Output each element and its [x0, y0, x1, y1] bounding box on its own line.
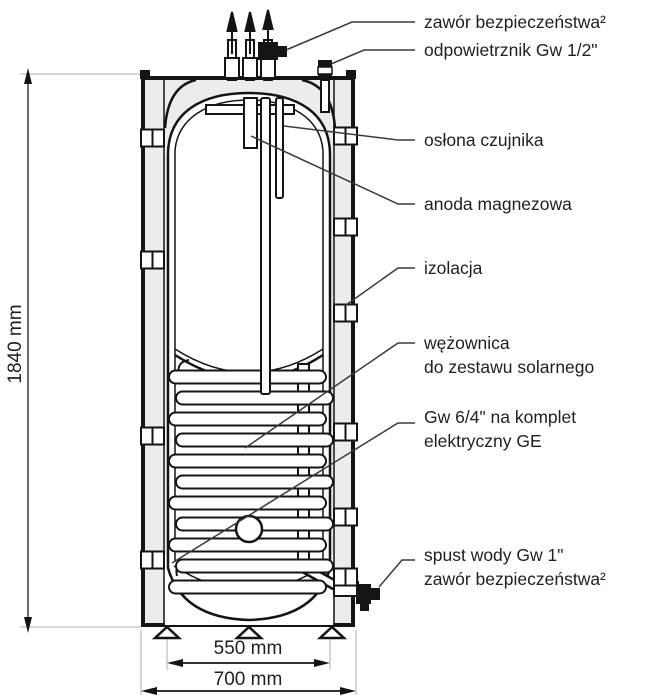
casing-clamps: [140, 126, 358, 587]
clamp: [333, 303, 358, 323]
coil-turns: [168, 369, 334, 595]
clamp: [333, 217, 358, 237]
clamp: [333, 507, 358, 527]
dimension-total-width: 700 mm: [213, 669, 283, 690]
label-safety-valve-top: zawór bezpieczeństwa²: [424, 12, 606, 32]
dimension-feet-spacing: 550 mm: [213, 638, 283, 659]
anode-tube: [243, 97, 258, 149]
label-air-vent: odpowietrznik Gw 1/2": [424, 40, 598, 60]
clamp: [333, 422, 358, 442]
feet: [151, 625, 348, 640]
dimension-total-height: 1840 mm: [5, 304, 26, 384]
leader-lines: [171, 21, 415, 588]
label-solar-coil-line1: wężownica: [424, 333, 510, 353]
drain-valve-icon: [356, 584, 380, 611]
clamp: [333, 567, 358, 587]
electric-heater-flange: [234, 514, 264, 544]
solar-coil: [168, 363, 359, 597]
clamp: [140, 550, 165, 570]
deep-tube: [260, 97, 271, 395]
air-vent-icon: [317, 60, 333, 113]
dimension-extension-lines: [20, 73, 357, 695]
label-drain-line1: spust wody Gw 1": [424, 545, 564, 565]
height-dimension-line: [24, 68, 32, 633]
label-magnesium-anode: anoda magnezowa: [424, 194, 572, 214]
label-insulation: izolacja: [424, 258, 483, 278]
clamp: [140, 426, 165, 446]
label-sensor-cover: osłona czujnika: [424, 130, 544, 150]
flow-arrows: [226, 9, 274, 54]
clamp: [333, 126, 358, 146]
safety-valve-icon: [258, 42, 287, 60]
clamp: [140, 250, 165, 270]
top-assembly: [205, 9, 333, 395]
label-electric-kit-line2: elektryczny GE: [424, 431, 542, 451]
lid-tab-left: [140, 70, 150, 79]
width-dimension-lines: [141, 659, 356, 695]
lid-tab-right: [346, 70, 356, 79]
label-solar-coil: wężownica do zestawu solarnego: [424, 331, 594, 379]
label-solar-coil-line2: do zestawu solarnego: [424, 357, 595, 377]
label-electric-kit: Gw 6/4" na komplet elektryczny GE: [424, 405, 576, 453]
label-electric-kit-line1: Gw 6/4" na komplet: [424, 407, 577, 427]
label-drain-line2: zawór bezpieczeństwa²: [424, 569, 606, 589]
label-drain: spust wody Gw 1" zawór bezpieczeństwa²: [424, 543, 606, 591]
clamp: [140, 128, 165, 148]
